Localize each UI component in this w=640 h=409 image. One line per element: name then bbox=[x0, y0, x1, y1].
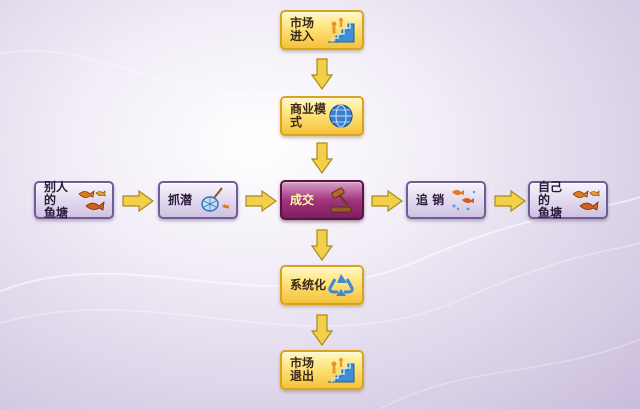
arrow-right-2 bbox=[245, 190, 277, 212]
arrow-right-4 bbox=[494, 190, 526, 212]
node-systemize: 系统化 bbox=[280, 265, 364, 305]
staircase-people-icon bbox=[328, 358, 355, 383]
fish-icon bbox=[572, 190, 600, 211]
node-catch-line1: 抓潜 bbox=[168, 192, 193, 207]
node-business-model: 商业模式 bbox=[280, 96, 364, 136]
arrow-down-2 bbox=[311, 142, 333, 174]
node-own-pond-line1: 自己的 bbox=[538, 179, 563, 207]
arrow-right-3 bbox=[371, 190, 403, 212]
node-others-pond-line1: 别人的 bbox=[44, 179, 69, 207]
node-systemize-line1: 系统化 bbox=[290, 277, 327, 292]
node-business-model-line1: 商业模式 bbox=[290, 102, 327, 129]
recycle-icon bbox=[328, 274, 354, 296]
node-market-entry-line1: 市场 bbox=[290, 16, 315, 30]
arrow-down-4 bbox=[311, 314, 333, 346]
fish-school-icon bbox=[452, 190, 476, 211]
node-market-exit: 市场 退出 bbox=[280, 350, 364, 390]
node-market-entry-line2: 进入 bbox=[290, 29, 315, 43]
node-catch: 抓潜 bbox=[158, 181, 238, 219]
node-others-pond-line2: 鱼塘 bbox=[44, 205, 69, 220]
node-own-pond: 自己的 鱼塘 bbox=[528, 179, 608, 220]
node-market-exit-line2: 退出 bbox=[290, 369, 315, 383]
node-others-pond: 别人的 鱼塘 bbox=[34, 179, 114, 220]
arrow-right-1 bbox=[122, 190, 154, 212]
node-market-exit-line1: 市场 bbox=[290, 356, 315, 370]
arrow-down-3 bbox=[311, 229, 333, 261]
node-follow-up-line1: 追 销 bbox=[416, 192, 445, 207]
node-deal: 成交 bbox=[280, 180, 364, 220]
staircase-people-icon bbox=[328, 18, 355, 43]
node-market-entry: 市场 进入 bbox=[280, 10, 364, 50]
node-follow-up: 追 销 bbox=[406, 181, 486, 219]
node-own-pond-line2: 鱼塘 bbox=[538, 205, 563, 220]
gavel-icon bbox=[330, 187, 352, 213]
fish-icon bbox=[78, 190, 106, 211]
fishing-net-icon bbox=[201, 187, 229, 212]
globe-icon bbox=[329, 104, 353, 128]
arrow-down-1 bbox=[311, 58, 333, 90]
node-deal-line1: 成交 bbox=[290, 192, 315, 207]
